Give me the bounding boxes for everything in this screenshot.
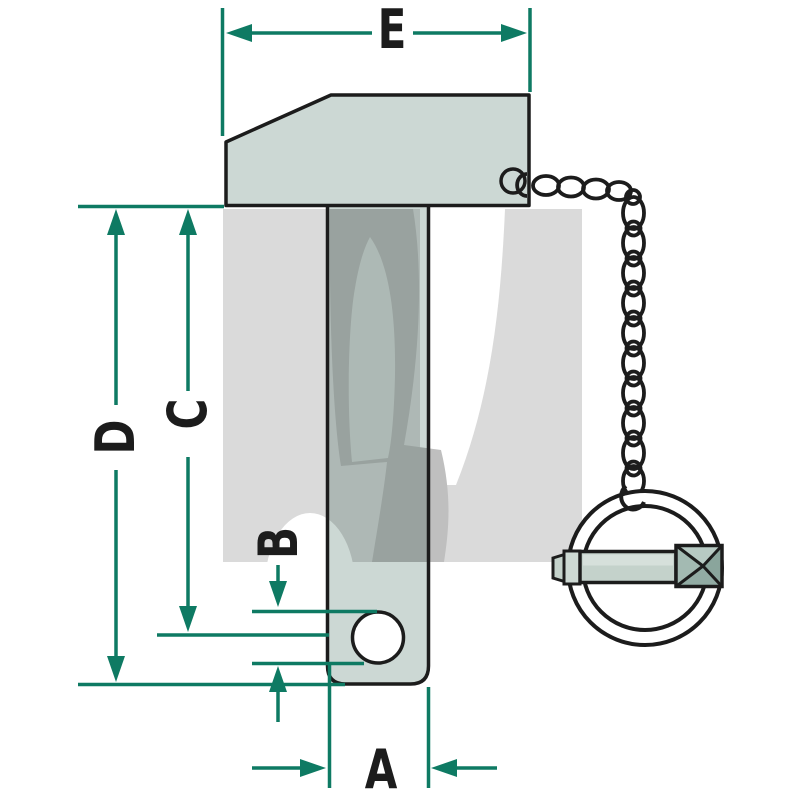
chain-ring-hook (619, 484, 646, 512)
arrowhead-right (501, 24, 527, 42)
label-D: D (85, 420, 147, 455)
chain-link (621, 195, 646, 231)
arrowhead-up (107, 209, 125, 235)
arrowhead-down (107, 656, 125, 682)
dimension-E (220, 8, 532, 136)
pin-shaft (325, 206, 431, 686)
linch-pin-bar-highlight (583, 554, 673, 566)
arrowhead-left (226, 24, 252, 42)
label-A: A (365, 739, 398, 800)
dimension-lines (78, 8, 532, 788)
pin-hole (350, 610, 406, 665)
label-B: B (248, 527, 310, 559)
dimension-D (78, 204, 345, 687)
chain-link-connector (624, 188, 642, 206)
chain-link (621, 255, 646, 291)
chain-link (621, 375, 646, 411)
arrowhead-down (179, 606, 197, 632)
pin-head-shape (224, 93, 531, 208)
label-C: C (157, 399, 219, 430)
arrowhead-down (269, 581, 287, 607)
dimension-labels: E D C B A (85, 0, 406, 800)
chain-link (621, 405, 646, 441)
chain-link (621, 345, 646, 381)
chain-link (621, 315, 646, 351)
chain-link (621, 225, 646, 261)
linch-pin-collar (562, 549, 582, 586)
chain-link (621, 435, 646, 471)
chain-link (621, 285, 646, 321)
dimension-C (157, 209, 329, 637)
chain-link (556, 175, 586, 199)
arrowhead-left (431, 759, 457, 777)
linch-pin-head-box (674, 543, 724, 589)
chain (515, 172, 646, 498)
chain-attachment-ring (499, 167, 527, 195)
dimension-A (252, 663, 497, 788)
arrowhead-right (300, 759, 326, 777)
chain-first-hook (515, 172, 528, 198)
pin-shaft-fill (327, 206, 429, 684)
chain-link (581, 177, 611, 201)
linch-pin (551, 484, 724, 647)
pin-head (224, 93, 531, 208)
label-E: E (378, 0, 407, 61)
chain-link (531, 174, 561, 197)
arrowhead-up (269, 666, 287, 692)
arrowhead-up (179, 209, 197, 235)
watermark-white-crescent (420, 209, 505, 485)
dimension-B (252, 565, 377, 722)
